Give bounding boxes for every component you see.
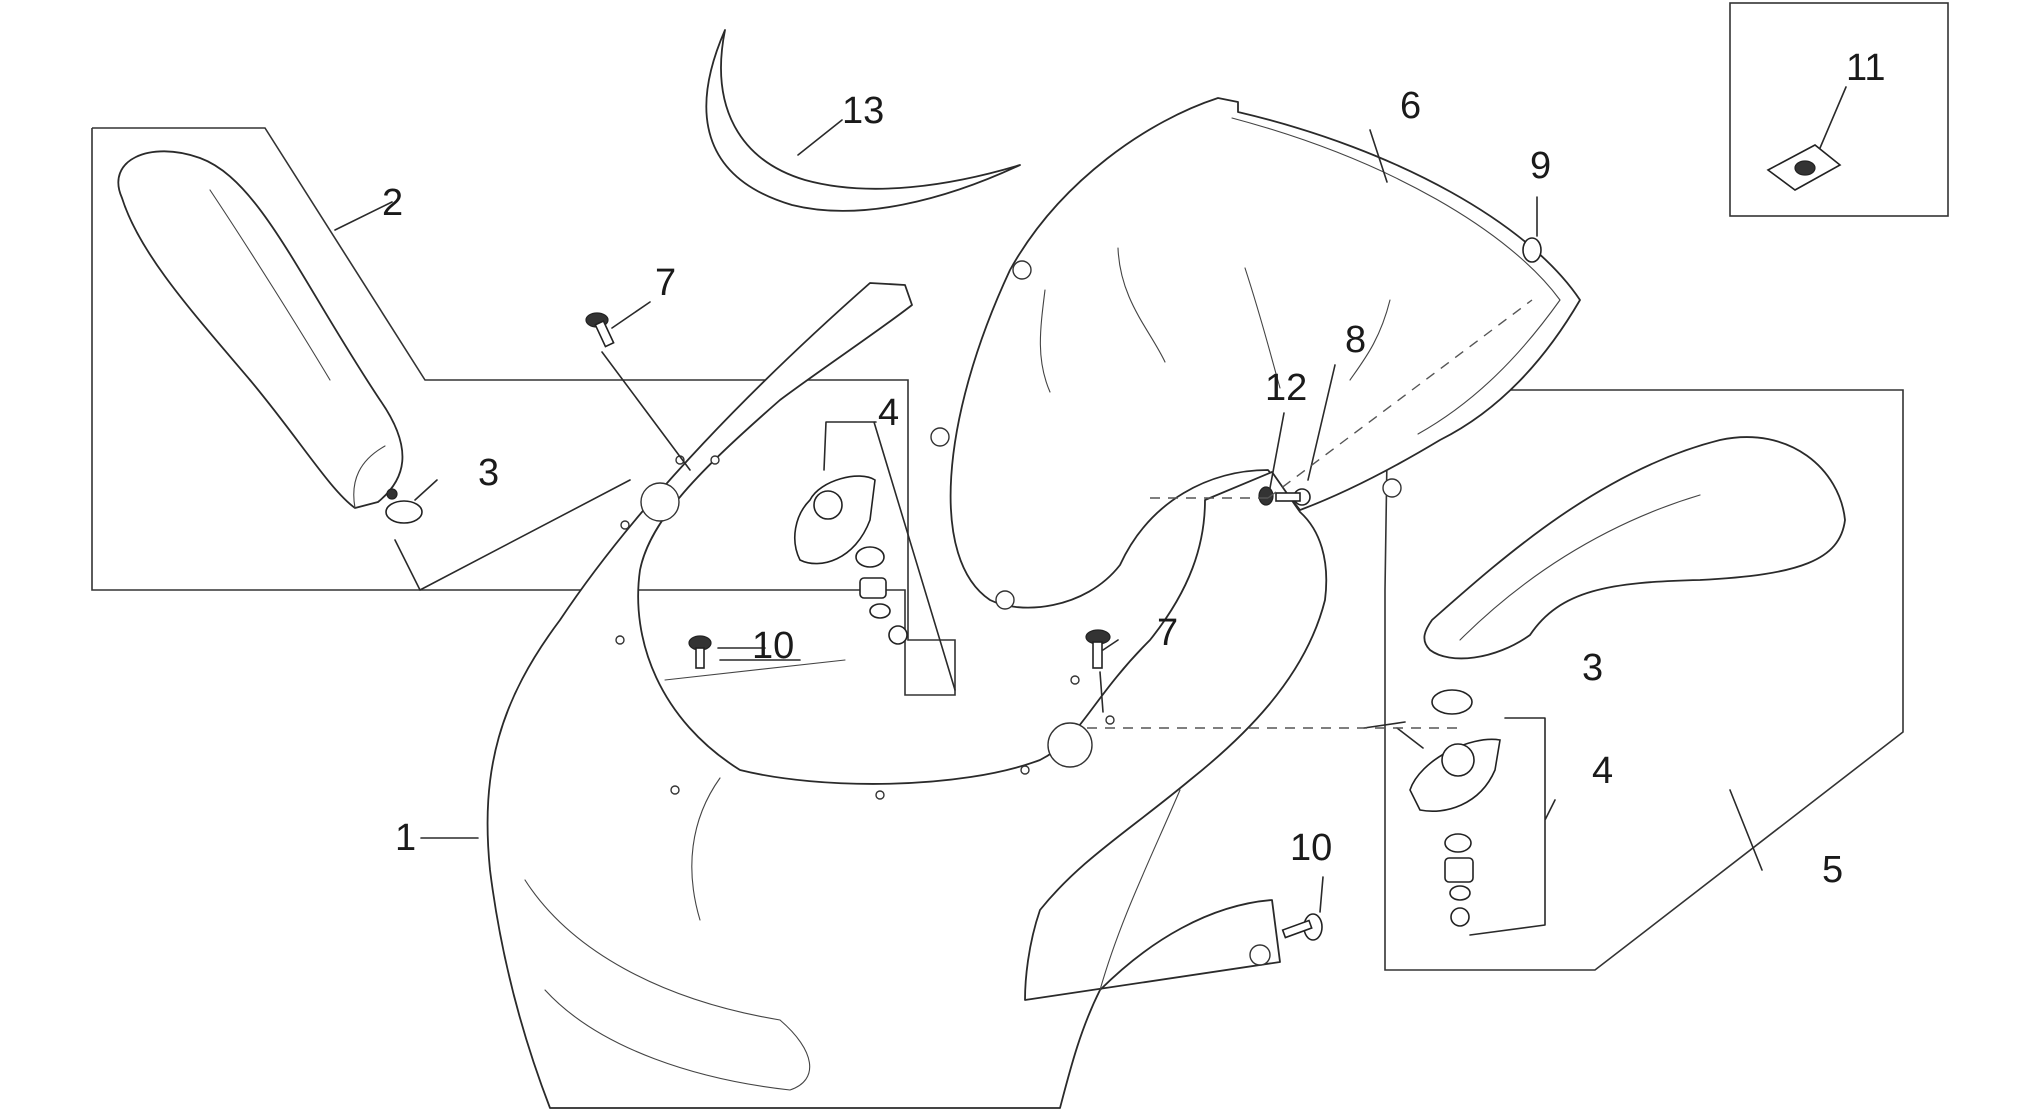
left-mount-boss: [813, 490, 843, 520]
fairing-vent-hole-left: [640, 482, 680, 522]
fairing-hole-8: [1105, 715, 1115, 725]
callout-2: 2: [382, 182, 403, 224]
screw-10-right: [1281, 913, 1323, 941]
fairing-hole-5: [875, 790, 885, 800]
fairing-side-crease: [691, 777, 721, 921]
fairing-headlight-recess: [524, 879, 811, 1091]
fairing-right-crease: [1099, 789, 1181, 991]
callout-4-left: 4: [878, 392, 899, 434]
detail-box-frame: [1729, 2, 1949, 217]
right-mirror-group-frame: [1384, 389, 1904, 971]
screw-8: [1275, 488, 1311, 506]
sticker-strip: [705, 29, 1021, 212]
left-mount-bracket: [794, 475, 876, 565]
leader-lines: [334, 86, 1847, 936]
fairing-hole-4: [670, 785, 680, 795]
right-mirror-shading: [1459, 494, 1701, 641]
dashed-link-windshield: [1150, 299, 1533, 499]
right-mount-grommet: [1444, 833, 1472, 853]
speed-nut-11: [1766, 144, 1842, 191]
fairing-hole-2: [710, 455, 720, 465]
callout-13: 13: [842, 90, 884, 132]
windshield-flow-line-1: [1117, 247, 1166, 363]
windshield-flow-line-2: [1244, 267, 1281, 389]
right-mount-boss: [1441, 743, 1475, 777]
fairing-hole-6: [1020, 765, 1030, 775]
callout-3-right: 3: [1582, 647, 1603, 689]
windshield-flow-line-3: [1039, 289, 1051, 393]
callout-1: 1: [395, 817, 416, 859]
windshield-flow-line-4: [1349, 299, 1391, 381]
left-mount-grommet: [855, 546, 885, 568]
callout-7-upper: 7: [655, 262, 676, 304]
fairing-vent-hole-right: [1047, 722, 1093, 768]
mount-link-line-left: [394, 479, 631, 591]
windshield-inner-edge: [1231, 117, 1561, 435]
left-mount-spring: [859, 577, 887, 599]
callout-11: 11: [1846, 47, 1885, 89]
right-mount-nut: [1450, 907, 1470, 927]
callout-4-right: 4: [1592, 750, 1613, 792]
screw-10-left: [688, 635, 712, 669]
right-mount-washer: [1449, 885, 1471, 901]
left-mirror-shading: [209, 189, 331, 381]
callout-9: 9: [1530, 145, 1551, 187]
fairing-bolt-hole-right: [1249, 944, 1271, 966]
left-mirror-grommet: [385, 500, 423, 524]
callout-6: 6: [1400, 85, 1421, 127]
upper-fairing: [486, 282, 1328, 1109]
callout-12: 12: [1265, 367, 1307, 409]
windshield-mount-tab-1: [1012, 260, 1032, 280]
washer-12: [1258, 486, 1274, 506]
windshield-mount-tab-3: [995, 590, 1015, 610]
left-mount-nut: [888, 625, 908, 645]
left-mirror: [117, 150, 404, 509]
left-mount-washer: [869, 603, 891, 619]
windshield: [949, 97, 1581, 609]
windshield-mount-tab-2: [930, 427, 950, 447]
left-mirror-stalk: [353, 445, 386, 509]
left-mirror-nut: [386, 488, 398, 500]
fairing-hole-3: [620, 520, 630, 530]
right-mount-spring: [1444, 857, 1474, 883]
screw-7-lower: [1085, 629, 1111, 669]
screw-7-upper: [585, 312, 615, 348]
fairing-air-vent-line: [664, 659, 846, 681]
callout-8: 8: [1345, 319, 1366, 361]
windshield-mount-tab-4: [1382, 478, 1402, 498]
callout-10-right: 10: [1290, 827, 1332, 869]
callout-7-lower: 7: [1157, 612, 1178, 654]
right-mount-grommet-top: [1431, 689, 1473, 715]
fairing-hole-7: [1070, 675, 1080, 685]
callout-10-left: 10: [752, 625, 794, 667]
clip-9: [1522, 237, 1542, 263]
callout-3-left: 3: [478, 452, 499, 494]
callout-5: 5: [1822, 849, 1843, 891]
fairing-hole-9: [615, 635, 625, 645]
right-mirror: [1423, 436, 1846, 660]
